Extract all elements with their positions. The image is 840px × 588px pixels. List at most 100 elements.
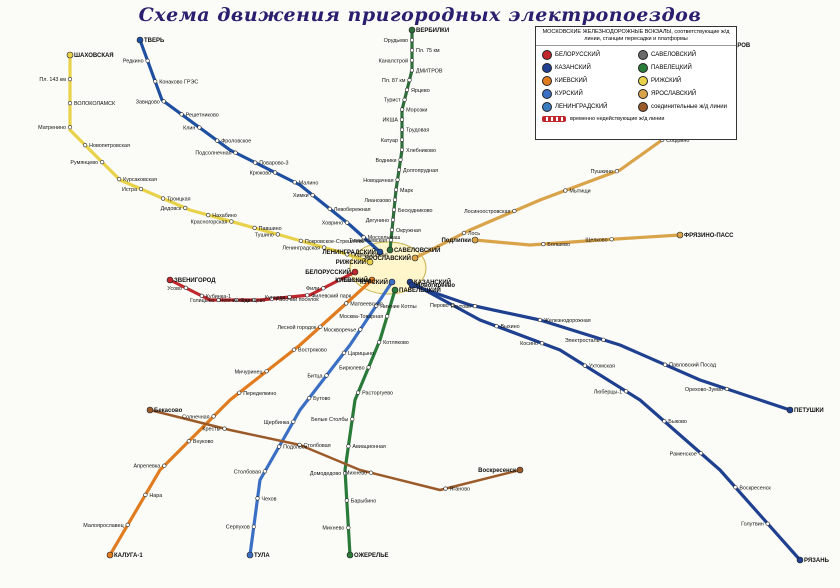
station-marker[interactable]: [368, 470, 374, 475]
station-marker[interactable]: [385, 314, 390, 319]
station-marker[interactable]: [322, 245, 327, 250]
station-marker[interactable]: [298, 238, 304, 243]
station-marker[interactable]: [344, 498, 349, 503]
station-marker[interactable]: [388, 237, 394, 243]
station-marker[interactable]: [601, 337, 606, 342]
station-marker[interactable]: [251, 524, 256, 529]
station-marker[interactable]: [229, 219, 234, 224]
station-marker[interactable]: [733, 485, 738, 490]
station-marker[interactable]: [614, 169, 620, 174]
station-marker[interactable]: [391, 286, 399, 294]
station-marker[interactable]: [272, 170, 278, 175]
station-marker[interactable]: [291, 419, 296, 424]
station-marker[interactable]: [275, 232, 280, 237]
station-marker[interactable]: [408, 281, 416, 289]
station-marker[interactable]: [698, 451, 704, 456]
station-marker[interactable]: [99, 160, 105, 165]
station-marker[interactable]: [287, 294, 292, 300]
station-marker[interactable]: [377, 340, 382, 345]
station-marker[interactable]: [376, 248, 384, 256]
station-marker[interactable]: [346, 551, 354, 559]
station-marker[interactable]: [409, 37, 415, 43]
station-marker[interactable]: [407, 77, 412, 83]
station-marker[interactable]: [461, 230, 467, 236]
station-marker[interactable]: [345, 252, 350, 257]
station-marker[interactable]: [411, 254, 419, 262]
station-marker[interactable]: [346, 444, 351, 449]
station-marker[interactable]: [183, 285, 188, 291]
station-marker[interactable]: [393, 187, 399, 192]
station-marker[interactable]: [351, 268, 359, 276]
station-marker[interactable]: [253, 160, 258, 165]
station-marker[interactable]: [582, 363, 588, 368]
station-marker[interactable]: [386, 246, 394, 254]
station-marker[interactable]: [291, 347, 297, 352]
station-marker[interactable]: [146, 406, 154, 414]
station-marker[interactable]: [264, 369, 269, 374]
station-marker[interactable]: [399, 137, 405, 142]
station-marker[interactable]: [472, 304, 478, 309]
station-marker[interactable]: [450, 303, 455, 308]
station-marker[interactable]: [341, 350, 347, 356]
station-marker[interactable]: [318, 324, 323, 329]
station-marker[interactable]: [409, 58, 415, 63]
station-marker[interactable]: [211, 414, 216, 419]
station-marker[interactable]: [66, 51, 74, 59]
station-marker[interactable]: [67, 125, 73, 130]
station-marker[interactable]: [138, 186, 144, 192]
station-marker[interactable]: [321, 286, 326, 291]
station-marker[interactable]: [186, 439, 191, 444]
station-marker[interactable]: [297, 442, 302, 448]
station-marker[interactable]: [166, 276, 174, 284]
station-marker[interactable]: [307, 396, 312, 401]
station-marker[interactable]: [161, 99, 166, 104]
station-marker[interactable]: [222, 426, 227, 431]
station-marker[interactable]: [409, 68, 415, 73]
station-marker[interactable]: [343, 471, 348, 476]
station-marker[interactable]: [609, 237, 614, 242]
station-marker[interactable]: [358, 327, 363, 332]
station-marker[interactable]: [346, 525, 351, 530]
station-marker[interactable]: [390, 217, 396, 222]
station-marker[interactable]: [344, 301, 349, 306]
station-marker[interactable]: [116, 177, 122, 182]
station-marker[interactable]: [143, 492, 148, 498]
station-marker[interactable]: [237, 390, 242, 395]
station-marker[interactable]: [350, 417, 355, 422]
station-marker[interactable]: [389, 227, 395, 232]
station-marker[interactable]: [67, 100, 73, 106]
station-marker[interactable]: [563, 188, 568, 193]
station-marker[interactable]: [197, 125, 202, 130]
station-marker[interactable]: [391, 207, 397, 212]
station-marker[interactable]: [388, 278, 396, 286]
station-marker[interactable]: [162, 463, 167, 468]
station-marker[interactable]: [399, 117, 405, 122]
station-marker[interactable]: [374, 303, 379, 308]
station-marker[interactable]: [408, 26, 416, 34]
station-marker[interactable]: [216, 297, 221, 303]
station-marker[interactable]: [676, 231, 684, 239]
station-marker[interactable]: [145, 58, 150, 63]
station-marker[interactable]: [392, 197, 398, 202]
station-marker[interactable]: [471, 236, 479, 244]
station-marker[interactable]: [786, 406, 794, 414]
station-marker[interactable]: [206, 213, 211, 218]
station-marker[interactable]: [125, 522, 130, 528]
station-marker[interactable]: [443, 486, 448, 491]
station-marker[interactable]: [404, 87, 410, 92]
station-marker[interactable]: [161, 196, 166, 201]
station-marker[interactable]: [252, 225, 257, 230]
station-marker[interactable]: [541, 242, 546, 247]
station-marker[interactable]: [183, 205, 188, 211]
station-marker[interactable]: [234, 297, 239, 303]
station-marker[interactable]: [395, 177, 400, 182]
station-marker[interactable]: [402, 97, 407, 102]
station-marker[interactable]: [262, 469, 268, 474]
station-marker[interactable]: [796, 556, 804, 564]
station-marker[interactable]: [516, 466, 524, 474]
station-marker[interactable]: [409, 48, 415, 53]
station-marker[interactable]: [255, 496, 260, 501]
station-marker[interactable]: [215, 138, 220, 143]
station-marker[interactable]: [368, 276, 376, 284]
station-marker[interactable]: [765, 521, 770, 526]
